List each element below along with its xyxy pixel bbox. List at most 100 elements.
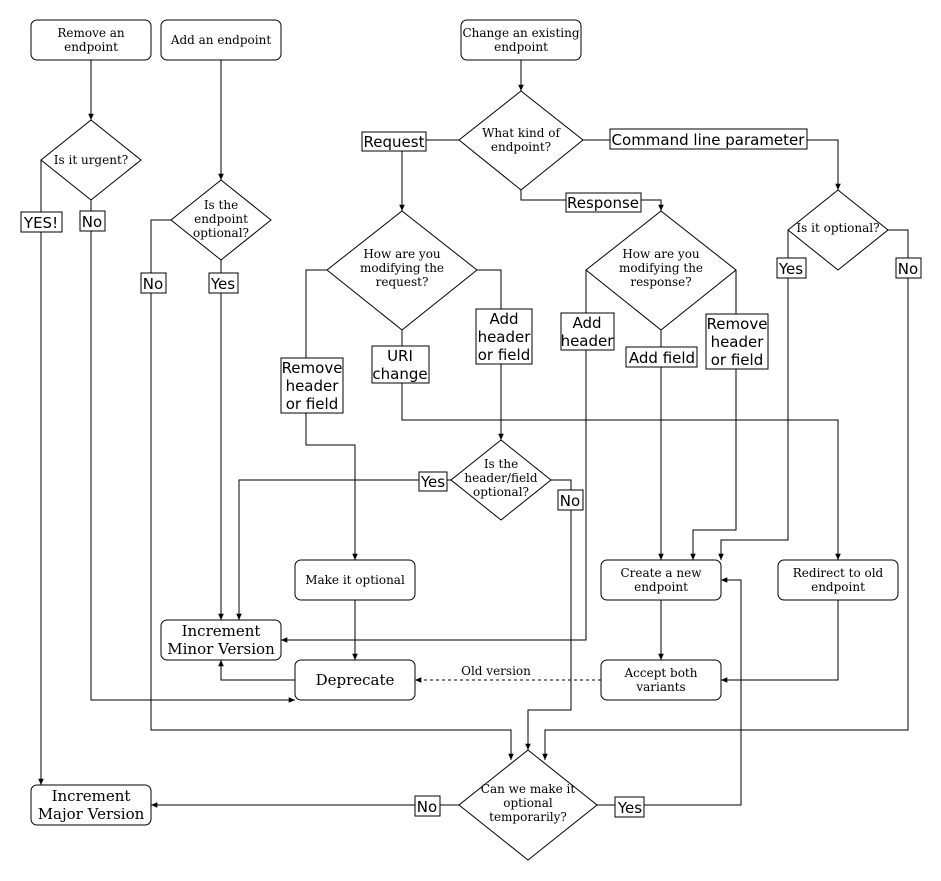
edge-req-add bbox=[477, 269, 504, 440]
text-line: Make it optional bbox=[305, 573, 405, 587]
text-line: header bbox=[286, 377, 340, 395]
text-line: Add bbox=[489, 310, 518, 328]
label-endpoint-opt-no: No bbox=[140, 272, 167, 294]
label-final-no-text: No bbox=[417, 798, 437, 816]
edge-labels: Request Command line parameter Response … bbox=[20, 128, 922, 818]
edge-hf-yes bbox=[236, 479, 451, 620]
node-deprecate-text: Deprecate bbox=[316, 671, 395, 689]
label-hf-yes: Yes bbox=[418, 471, 448, 492]
text-line: modifying the bbox=[619, 261, 703, 275]
edge-req-remove bbox=[305, 269, 358, 560]
text-line: YES! bbox=[23, 214, 58, 232]
label-resp-add-field-text: Add field bbox=[629, 349, 695, 367]
label-hf-no-text: No bbox=[560, 492, 580, 510]
node-deprecate bbox=[294, 659, 416, 701]
text-line: Is it optional? bbox=[796, 221, 879, 235]
label-endpoint-opt-no-text: No bbox=[143, 275, 163, 293]
text-line: header bbox=[711, 333, 765, 351]
node-can-make-optional bbox=[458, 749, 598, 861]
text-line: endpoint? bbox=[491, 140, 551, 154]
text-line: endpoint bbox=[634, 580, 688, 594]
label-urgent-yes-text: YES! bbox=[23, 214, 58, 232]
node-make-optional bbox=[294, 559, 416, 601]
label-cli-no-text: No bbox=[898, 260, 918, 278]
edge-cli-yes bbox=[718, 230, 789, 560]
text-line: Create a new bbox=[621, 566, 703, 580]
text-line: No bbox=[898, 260, 918, 278]
node-endpoint-optional bbox=[170, 179, 272, 261]
text-line: header/field bbox=[464, 471, 537, 485]
node-increment-major bbox=[30, 784, 152, 826]
node-kind-of-endpoint bbox=[458, 90, 584, 191]
label-final-no: No bbox=[414, 795, 441, 817]
label-endpoint-opt-yes: Yes bbox=[208, 272, 239, 294]
label-cli-yes-text: Yes bbox=[778, 260, 803, 278]
node-add-endpoint-text: Add an endpoint bbox=[170, 33, 272, 47]
label-final-yes: Yes bbox=[614, 796, 645, 818]
node-change-endpoint bbox=[460, 19, 582, 61]
text-line: Increment bbox=[52, 787, 131, 805]
edge-resp-add-header bbox=[281, 270, 587, 643]
node-header-field-optional bbox=[450, 439, 552, 521]
text-line: Old version bbox=[461, 664, 531, 678]
text-line: variants bbox=[635, 680, 685, 694]
text-line: endpoint bbox=[64, 40, 118, 54]
text-line: No bbox=[143, 275, 163, 293]
text-line: endpoint bbox=[194, 212, 248, 226]
label-old-version-text: Old version bbox=[461, 664, 531, 678]
label-endpoint-opt-yes-text: Yes bbox=[210, 275, 235, 293]
text-line: or field bbox=[286, 395, 338, 413]
text-line: Request bbox=[364, 133, 425, 151]
label-cli-no: No bbox=[895, 257, 922, 279]
flow-connectors bbox=[38, 60, 909, 808]
text-line: No bbox=[82, 213, 102, 231]
text-line: Remove bbox=[282, 359, 343, 377]
label-command-line-text: Command line parameter bbox=[612, 131, 806, 149]
text-line: Command line parameter bbox=[612, 131, 806, 149]
text-line: optional? bbox=[193, 226, 249, 240]
text-line: Yes bbox=[617, 799, 642, 817]
text-line: Deprecate bbox=[316, 671, 395, 689]
text-line: change bbox=[372, 365, 427, 383]
text-line: endpoint bbox=[811, 580, 865, 594]
text-line: Yes bbox=[778, 260, 803, 278]
label-request: Request bbox=[361, 131, 427, 152]
node-is-urgent-text: Is it urgent? bbox=[54, 153, 128, 167]
text-line: Yes bbox=[210, 275, 235, 293]
edge-endpoint-opt-no bbox=[150, 219, 514, 760]
node-is-it-optional-text: Is it optional? bbox=[796, 221, 879, 235]
text-line: modifying the bbox=[360, 261, 444, 275]
edge-redirect-to-accept bbox=[721, 600, 839, 683]
node-is-it-optional bbox=[787, 189, 889, 271]
text-line: No bbox=[560, 492, 580, 510]
label-response-text: Response bbox=[567, 194, 639, 212]
text-line: Remove bbox=[707, 315, 768, 333]
text-line: No bbox=[417, 798, 437, 816]
text-line: Remove an bbox=[57, 26, 125, 40]
node-redirect-old-endpoint bbox=[777, 559, 899, 601]
edge-deprecate-to-minor bbox=[218, 660, 295, 681]
text-line: Can we make it bbox=[481, 782, 576, 796]
text-line: Yes bbox=[420, 473, 445, 491]
edge-resp-remove bbox=[690, 270, 737, 560]
